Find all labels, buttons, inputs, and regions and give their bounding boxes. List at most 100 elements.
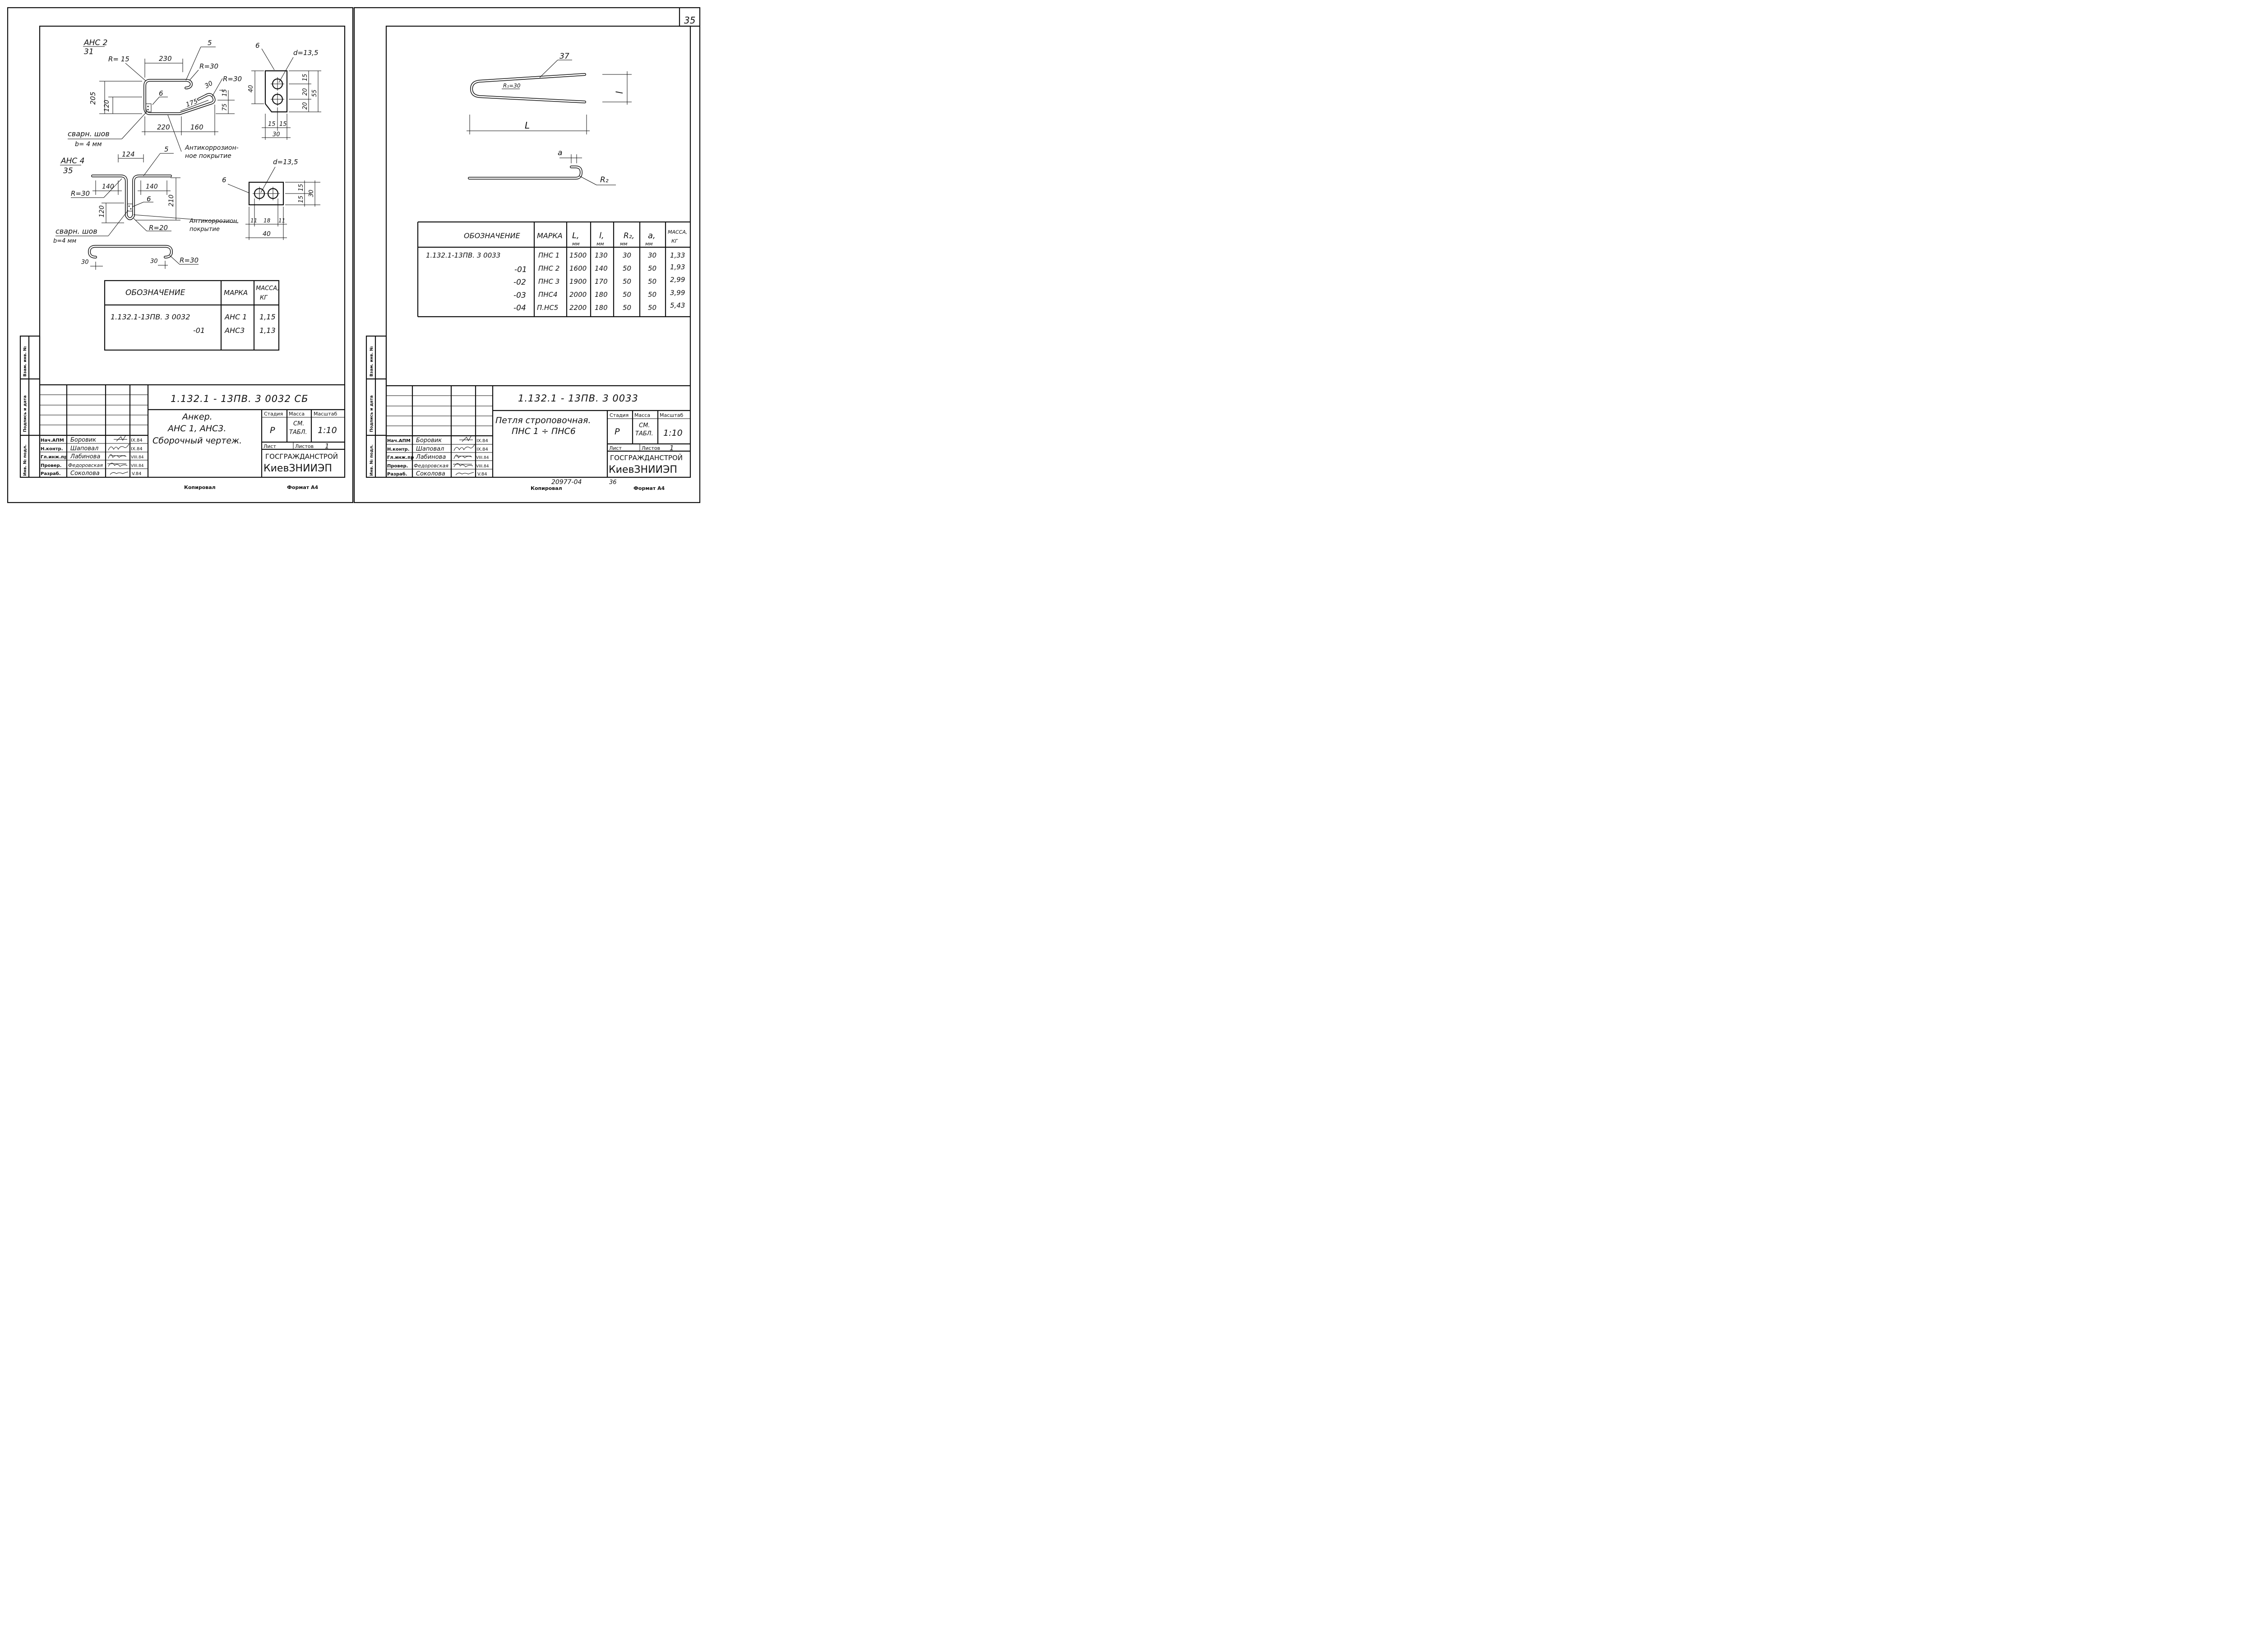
dim-30-b: 30 — [150, 258, 158, 265]
left-row1-code: 1.132.1-13ПВ. 3 0032 — [111, 313, 190, 321]
right-row4-l: 180 — [595, 291, 608, 299]
right-role-2: Н.контр. — [387, 447, 410, 452]
left-doc-code: 1.132.1 - 13ПВ. 3 0032 СБ — [171, 393, 309, 404]
plate2-v30: 30 — [308, 189, 315, 197]
right-side-label-inventory: Инв. № подл. — [370, 444, 374, 476]
right-name-2: Шаповал — [416, 446, 444, 452]
right-date-2: IX.84 — [476, 447, 488, 452]
weld-size: b= 4 мм — [75, 141, 102, 148]
plate2-drawing: 6 d=13,5 15 15 30 11 18 11 40 — [222, 158, 320, 240]
right-signatures — [453, 436, 475, 475]
plate2-w18: 18 — [264, 217, 271, 224]
dim-r30-c: R=30 — [71, 189, 90, 198]
right-row1-m: 1,33 — [670, 251, 685, 259]
right-row4-m: 3,99 — [670, 289, 685, 297]
loop-pos37: 37 — [559, 52, 569, 61]
right-row2-r: 50 — [623, 264, 631, 272]
right-row4-a: 50 — [648, 291, 656, 299]
right-footer-num: 36 — [609, 479, 617, 486]
dim-205: 205 — [89, 92, 97, 105]
right-side-stamp: Взам. инв. № Подпись и дата Инв. № подл. — [365, 335, 387, 478]
plate2-v15b: 15 — [298, 195, 305, 203]
left-table-header-mark: МАРКА — [224, 289, 248, 297]
right-row3-mark: ПНС 3 — [538, 277, 559, 286]
right-row5-L: 2200 — [569, 304, 587, 312]
left-table-header-mass: МАССА, — [256, 285, 279, 292]
left-stage-header: Стадия — [264, 411, 283, 417]
right-row2-m: 1,93 — [670, 263, 685, 271]
left-date-1: IX.84 — [131, 438, 143, 443]
hook-rod-outer — [468, 166, 582, 180]
right-table-header-l-unit: мм — [596, 241, 604, 247]
left-date-2: IX.84 — [131, 447, 143, 452]
left-name-5: Соколова — [70, 470, 100, 477]
anticorr2-line2: покрытие — [190, 226, 220, 233]
left-title-2: АНС 1, АНС3. — [167, 424, 226, 434]
right-role-1: Нач.АПМ — [387, 438, 411, 443]
right-table-header-a-unit: мм — [645, 241, 653, 247]
left-footer-copied: Копировал — [184, 485, 216, 490]
right-table-header-L-unit: мм — [572, 241, 580, 247]
right-table-header-L: L, — [572, 231, 579, 240]
right-org-1: ГОСГРАЖДАНСТРОЙ — [610, 453, 683, 462]
dim-r20: R=20 — [149, 224, 168, 232]
right-scale-header: Масштаб — [660, 412, 683, 418]
left-org-2: КиевЗНИИЭП — [264, 463, 332, 474]
left-sheets-label: Листов — [295, 443, 314, 449]
right-row2-L: 1600 — [569, 264, 587, 272]
right-row2-a: 50 — [648, 264, 656, 272]
left-name-2: Шаповал — [70, 445, 98, 452]
dim-pos5-a: 5 — [208, 39, 212, 47]
side-label-inventory: Инв. № подл. — [23, 444, 28, 476]
right-name-5: Соколова — [416, 471, 445, 477]
loop-a: a — [558, 148, 562, 157]
right-footer-copied: Копировал — [531, 485, 562, 491]
right-row4-L: 2000 — [569, 291, 587, 299]
left-spec-table: ОБОЗНАЧЕНИЕ МАРКА МАССА, КГ 1.132.1-13ПВ… — [104, 280, 280, 351]
right-name-3: Лабинова — [416, 454, 446, 461]
right-table-header-r-unit: мм — [620, 241, 628, 247]
right-row3-a: 50 — [648, 277, 656, 286]
dim-160: 160 — [190, 123, 203, 131]
dim-30: 30 — [203, 80, 214, 90]
right-spec-table: ОБОЗНАЧЕНИЕ МАРКА L, мм l, мм R₂, мм a, … — [417, 221, 690, 318]
plate1-v20b: 20 — [302, 102, 309, 110]
left-footer-format: Формат А4 — [287, 485, 318, 490]
right-row3-code: -02 — [513, 278, 526, 287]
ubar-inner — [88, 245, 172, 258]
right-row5-a: 50 — [648, 304, 656, 312]
detail-ans4-drawing: АНС 4 35 124 5 140 140 R=30 210 120 — [53, 145, 239, 270]
ans2-rod-inner — [144, 79, 215, 115]
dim-r30-d: R=30 — [180, 256, 199, 264]
weld2-size: b=4 мм — [53, 238, 76, 245]
left-date-3: VIII.84 — [131, 455, 144, 460]
right-table-header-l: l, — [599, 231, 604, 240]
right-table-header-mark: МАРКА — [537, 231, 563, 240]
dim-220: 220 — [157, 123, 170, 131]
dim-15: 15 — [222, 89, 228, 97]
left-sheet-label: Лист — [264, 443, 276, 449]
right-mass-header: Масса — [634, 412, 650, 418]
left-role-4: Провер. — [41, 463, 61, 468]
dim-140-a: 140 — [102, 183, 114, 190]
right-side-label-replace: Взам. инв. № — [370, 346, 374, 377]
right-row1-code: 1.132.1-13ПВ. 3 0033 — [426, 251, 500, 259]
dim-140-b: 140 — [146, 183, 158, 190]
right-date-1: IX.84 — [476, 438, 488, 443]
detail-ans4-mark: АНС 4 — [60, 157, 85, 166]
plate2-w11b: 11 — [278, 217, 285, 224]
ans4-rod-inner — [92, 175, 171, 220]
left-table-header-code: ОБОЗНАЧЕНИЕ — [125, 288, 185, 297]
dim-30-a: 30 — [81, 259, 89, 266]
right-sheets-count: 1 — [670, 444, 674, 452]
right-role-5: Разраб. — [387, 471, 407, 477]
right-date-4: VIII.84 — [476, 464, 489, 469]
dim-120-b: 120 — [98, 205, 106, 217]
right-title-block: 1.132.1 - 13ПВ. 3 0033 Петля строповочна… — [386, 385, 690, 477]
plate2-pos: 6 — [222, 176, 227, 184]
dim-pos6-a: 6 — [159, 89, 163, 97]
plate1-v55: 55 — [311, 89, 318, 97]
anticorr-line2: ное покрытие — [185, 152, 231, 160]
right-row5-r: 50 — [623, 304, 631, 312]
right-row1-L: 1500 — [569, 251, 587, 259]
